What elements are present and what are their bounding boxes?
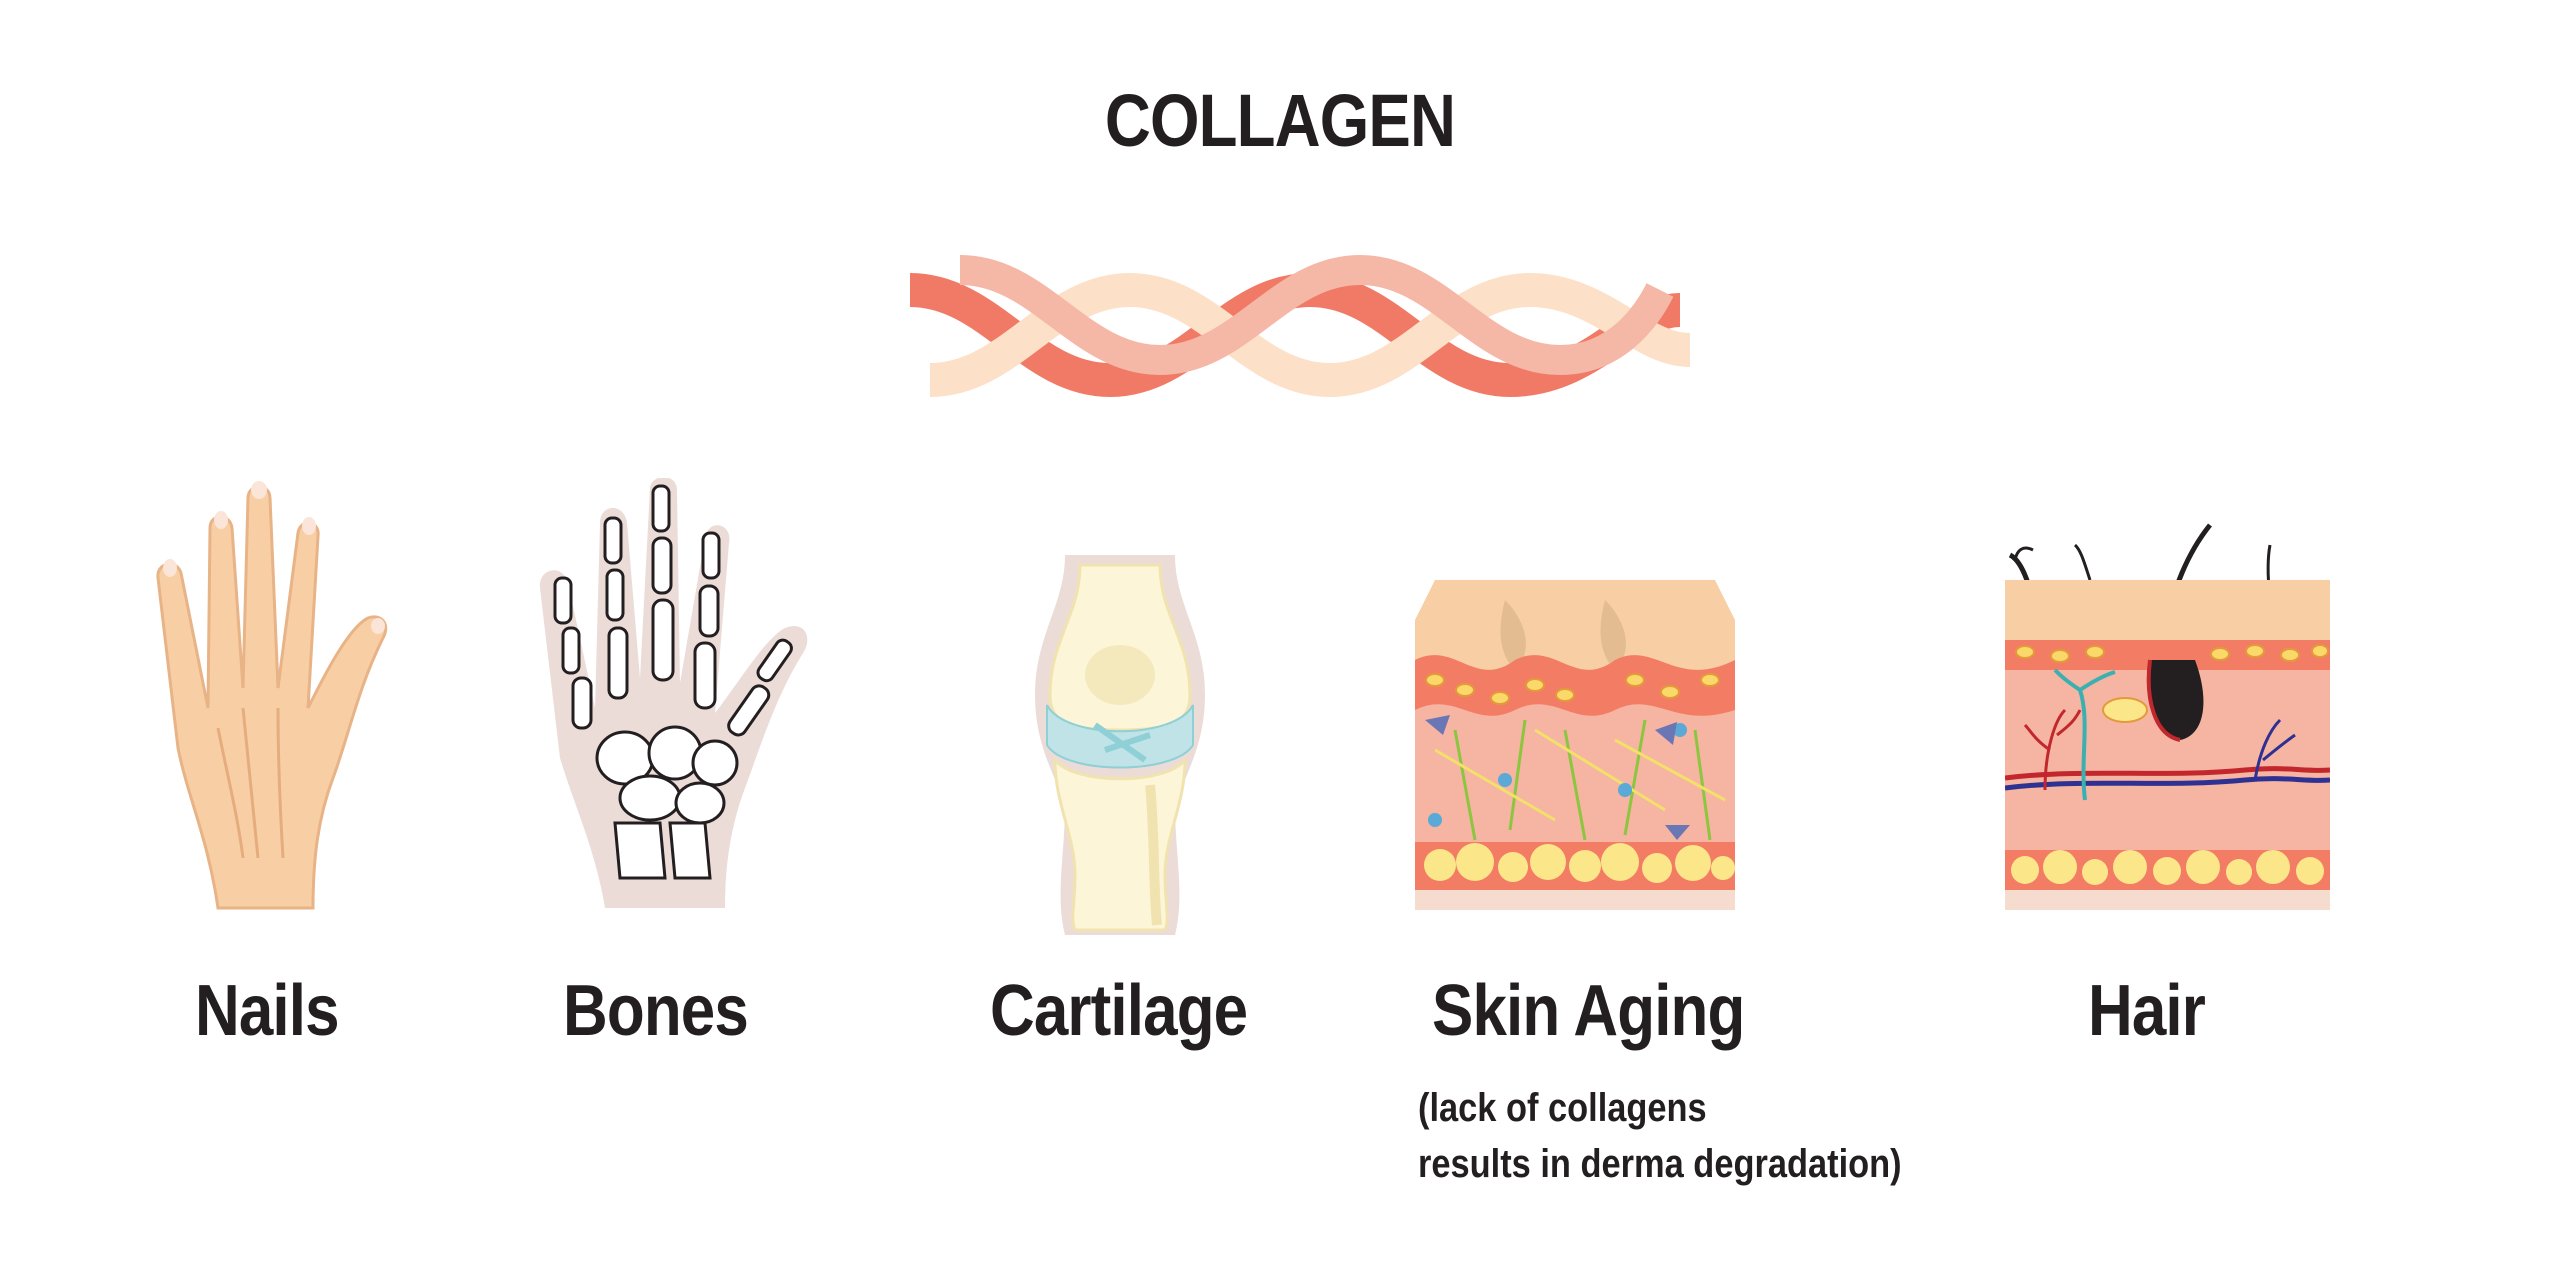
hair-follicle-icon xyxy=(2005,523,2330,910)
collagen-helix-icon xyxy=(909,254,1690,398)
skin-cross-section-icon xyxy=(1415,580,1735,910)
skin-aging-note-line1: (lack of collagens xyxy=(1418,1086,1707,1130)
hand-skeleton-icon xyxy=(539,478,808,908)
label-bones: Bones xyxy=(563,971,749,1051)
skin-aging-note: (lack of collagens results in derma degr… xyxy=(1418,1080,1902,1192)
label-hair: Hair xyxy=(2088,971,2206,1051)
label-cartilage: Cartilage xyxy=(990,971,1248,1051)
hand-icon xyxy=(156,481,388,910)
label-nails: Nails xyxy=(195,971,340,1051)
diagram-title: COLLAGEN xyxy=(1104,79,1456,162)
label-skin-aging: Skin Aging xyxy=(1432,971,1745,1051)
knee-joint-icon xyxy=(1035,555,1205,935)
skin-aging-note-line2: results in derma degradation) xyxy=(1418,1142,1902,1186)
